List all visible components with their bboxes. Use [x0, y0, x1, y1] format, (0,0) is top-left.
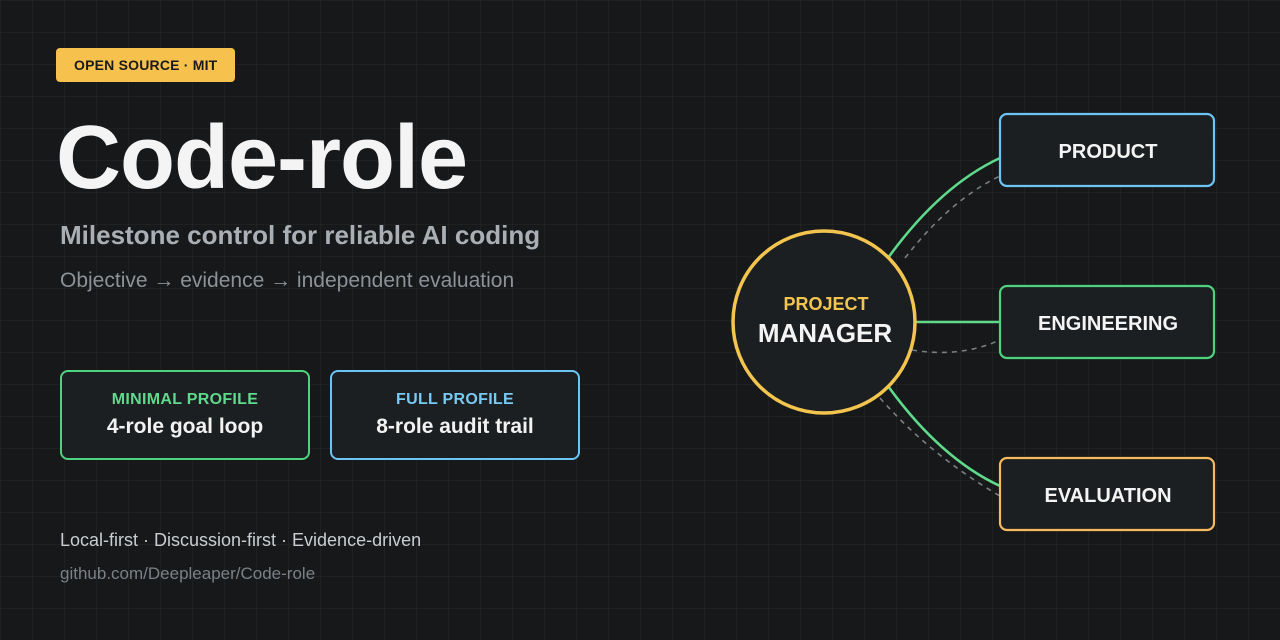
link-product — [886, 156, 1001, 259]
engineering-node-label: ENGINEERING — [1038, 313, 1178, 335]
minimal-profile-label: MINIMAL PROFILE — [111, 391, 259, 408]
full-profile-label: FULL PROFILE — [396, 391, 514, 408]
return-link-evaluation — [879, 397, 1001, 497]
subtitle: Milestone control for reliable AI coding — [60, 220, 541, 250]
hub-line-1: PROJECT — [783, 294, 868, 314]
return-link-engineering — [911, 339, 1001, 354]
full-profile-value: 8-role audit trail — [376, 415, 534, 438]
evaluation-node-label: EVALUATION — [1044, 485, 1171, 507]
product-node-label: PRODUCT — [1059, 141, 1158, 163]
page-title: Code-role — [56, 108, 468, 208]
evaluation-node: EVALUATION — [998, 456, 1216, 532]
engineering-node: ENGINEERING — [998, 284, 1216, 360]
full-profile-card: FULL PROFILE 8-role audit trail — [330, 370, 580, 460]
minimal-profile-card: MINIMAL PROFILE 4-role goal loop — [60, 370, 310, 460]
hub-line-2: MANAGER — [758, 318, 893, 348]
minimal-profile-value: 4-role goal loop — [106, 415, 264, 438]
return-link-product — [904, 175, 1001, 259]
product-node: PRODUCT — [998, 112, 1216, 188]
license-badge: OPEN SOURCE · MIT — [56, 48, 236, 82]
project-manager-node: PROJECT MANAGER — [731, 229, 917, 415]
feature-list: Local-first · Discussion-first · Evidenc… — [60, 530, 422, 550]
tagline: Objective → evidence → independent evalu… — [60, 269, 515, 292]
repo-link[interactable]: github.com/Deepleaper/Code-role — [60, 564, 316, 583]
link-evaluation — [886, 385, 1001, 488]
